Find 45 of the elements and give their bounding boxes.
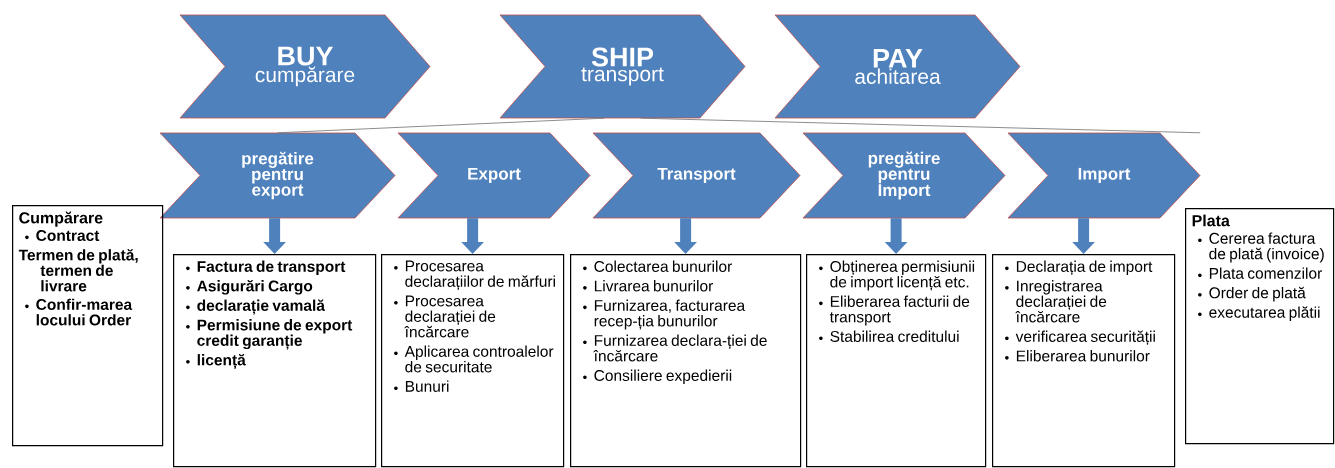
list-item: Stabilirea creditului xyxy=(819,330,959,342)
process-step-box: PAY achitarea xyxy=(774,14,1021,119)
text-box xyxy=(992,254,1176,468)
connector-line xyxy=(277,117,605,134)
list-item: Cererea factura de plată (invoice) xyxy=(1198,232,1324,263)
list-item: Colectarea bunurilor xyxy=(583,260,732,272)
process-step-box: Export xyxy=(397,132,591,219)
text-box xyxy=(570,254,802,468)
process-step-box: BUY cumpărare xyxy=(179,14,431,119)
list-item: Obținerea permisiunii de import licență etc. xyxy=(819,260,975,291)
list-item: declarație vamală xyxy=(186,299,326,315)
list-item: Permisiune de export credit garanție xyxy=(186,319,353,350)
list-item: Plata comenzilor xyxy=(1198,267,1322,279)
list-item: executarea plătii xyxy=(1198,306,1320,321)
list-item: Bunuri xyxy=(394,380,449,392)
list-item: verificarea securității xyxy=(1005,330,1155,346)
list-item: Furnizarea, facturarea recep-ția bunurilor xyxy=(583,299,746,330)
list-item: Order de plată xyxy=(1198,286,1306,302)
list-item: Declarația de import xyxy=(1005,260,1153,276)
list-item: Procesarea declarației de încărcare xyxy=(394,295,496,338)
process-step-box: pregătire pentru export xyxy=(159,132,396,219)
box-heading: Cumpărare xyxy=(19,211,103,227)
list-item: Inregistrarea declarației de încărcare xyxy=(1005,280,1107,323)
list-item: Livrarea bunurilor xyxy=(583,280,713,292)
list-item: Confir-marea locului Order xyxy=(25,298,133,326)
text-box xyxy=(173,254,377,468)
list-item: Furnizarea declara-ției de încărcare xyxy=(583,334,767,362)
connector-line xyxy=(640,117,1201,134)
list-item: Factura de transport xyxy=(186,260,346,276)
process-step-box: Transport xyxy=(592,132,801,219)
list-item: Eliberarea facturii de transport xyxy=(819,295,970,326)
list-item: Aplicarea controalelor de securitate xyxy=(394,345,554,373)
list-item: licență xyxy=(186,353,246,369)
text-box xyxy=(12,205,164,447)
list-item: Asigurări Cargo xyxy=(186,279,313,295)
list-item: Contract xyxy=(25,230,100,241)
list-item: Eliberarea bunurilor xyxy=(1005,350,1150,362)
text-box xyxy=(381,254,565,468)
list-item: Procesarea declarațiilor de mărfuri xyxy=(394,260,555,291)
process-step-box: pregătire pentru Import xyxy=(802,132,1006,219)
text-box xyxy=(1185,208,1335,445)
list-item: Termen de plată, termen de livrare xyxy=(18,248,138,292)
process-step-box: SHIP transport xyxy=(499,14,746,119)
list-item: Consiliere expedierii xyxy=(583,369,732,385)
text-box xyxy=(806,254,987,468)
